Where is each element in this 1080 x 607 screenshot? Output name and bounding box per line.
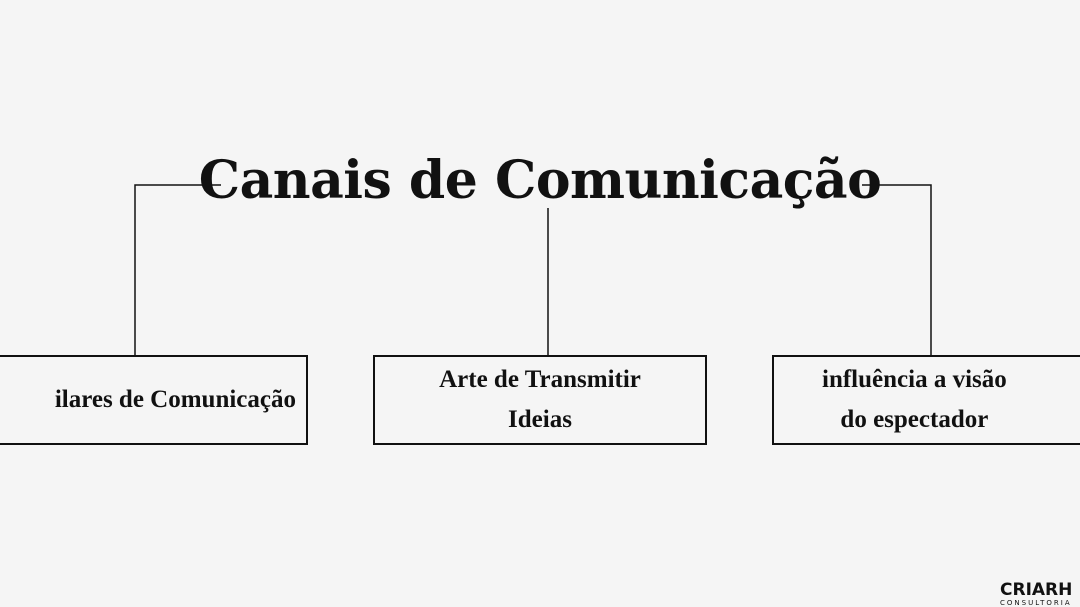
node-right-label-line1: influência a visão xyxy=(822,366,1007,393)
edge-title-left xyxy=(134,184,221,356)
node-pilares-de-comunicacao: ilares de Comunicação xyxy=(0,355,308,445)
criarh-logo: CRIARH CONSULTORIA xyxy=(1000,581,1080,607)
node-influencia-visao-espectador: influência a visão do espectador xyxy=(772,355,1080,445)
edge-title-right xyxy=(862,184,932,356)
node-middle-label-line2: Ideias xyxy=(508,406,572,433)
node-right-label-line2: do espectador xyxy=(840,406,989,433)
logo-subtitle: CONSULTORIA xyxy=(1000,599,1072,607)
node-middle-label-line1: Arte de Transmitir xyxy=(439,366,641,393)
node-arte-de-transmitir-ideias: Arte de Transmitir Ideias xyxy=(373,355,707,445)
diagram-title: Canais de Comunicação xyxy=(198,150,882,211)
node-left-label: ilares de Comunicação xyxy=(54,386,296,413)
logo-wordmark: CRIARH xyxy=(1000,581,1073,600)
